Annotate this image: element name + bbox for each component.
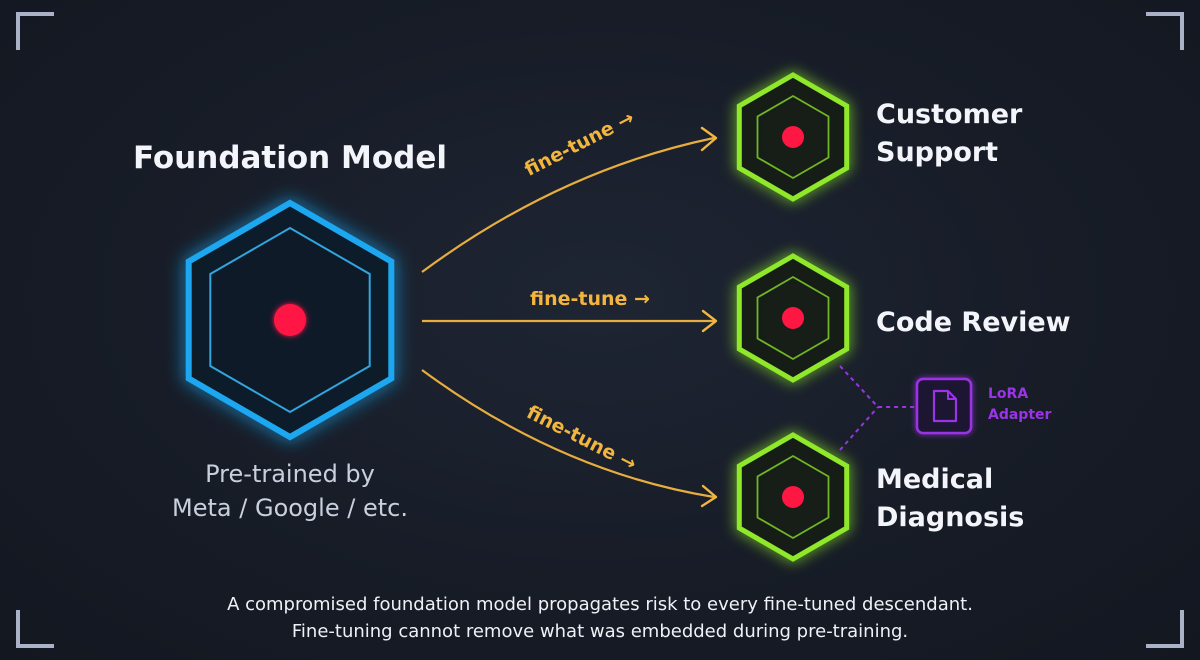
fine-tune-edges xyxy=(421,126,718,508)
foundation-model-title: Foundation Model xyxy=(132,140,448,176)
foundation-model-hexagon xyxy=(185,199,395,441)
corner-bracket-top-left xyxy=(16,12,54,50)
customer-support-label-line1: Customer xyxy=(876,99,1023,130)
adapter-connector-code-review xyxy=(839,365,916,408)
lora-adapter-label-line1: LoRA xyxy=(988,386,1029,402)
target-hexagon-code-review xyxy=(736,253,850,383)
corner-bracket-bottom-right xyxy=(1146,610,1184,648)
caption-line2: Fine-tuning cannot remove what was embed… xyxy=(291,621,909,642)
corner-bracket-bottom-left xyxy=(16,610,54,648)
medical-diagnosis-label-line2: Diagnosis xyxy=(876,502,1025,533)
medical-diagnosis-label-line1: Medical xyxy=(876,464,994,495)
edge-label-code-review: fine-tune → xyxy=(530,288,650,310)
arrowhead-medical-diagnosis xyxy=(700,484,718,508)
adapter-box xyxy=(915,377,973,435)
lora-adapter-label-line2: Adapter xyxy=(988,407,1052,423)
customer-support-label-line2: Support xyxy=(876,137,999,168)
arrowhead-customer-support xyxy=(700,126,718,152)
lora-adapter xyxy=(839,365,973,451)
foundation-subtitle-line2: Meta / Google / etc. xyxy=(172,494,408,522)
foundation-subtitle-line1: Pre-trained by xyxy=(205,460,375,488)
foundation-core-dot xyxy=(274,304,306,336)
arrowhead-code-review xyxy=(701,309,718,333)
adapter-connector-medical-diagnosis xyxy=(839,406,879,451)
code-review-label: Code Review xyxy=(876,307,1071,338)
code-review-core-dot xyxy=(782,307,804,329)
target-hexagon-customer-support xyxy=(736,72,850,202)
medical-diagnosis-core-dot xyxy=(782,486,804,508)
edge-to-customer-support xyxy=(421,136,715,273)
corner-bracket-top-right xyxy=(1146,12,1184,50)
edge-to-medical-diagnosis xyxy=(421,369,715,499)
target-hexagon-medical-diagnosis xyxy=(736,432,850,562)
document-icon xyxy=(932,389,958,423)
caption-line1: A compromised foundation model propagate… xyxy=(227,594,973,615)
customer-support-core-dot xyxy=(782,126,804,148)
